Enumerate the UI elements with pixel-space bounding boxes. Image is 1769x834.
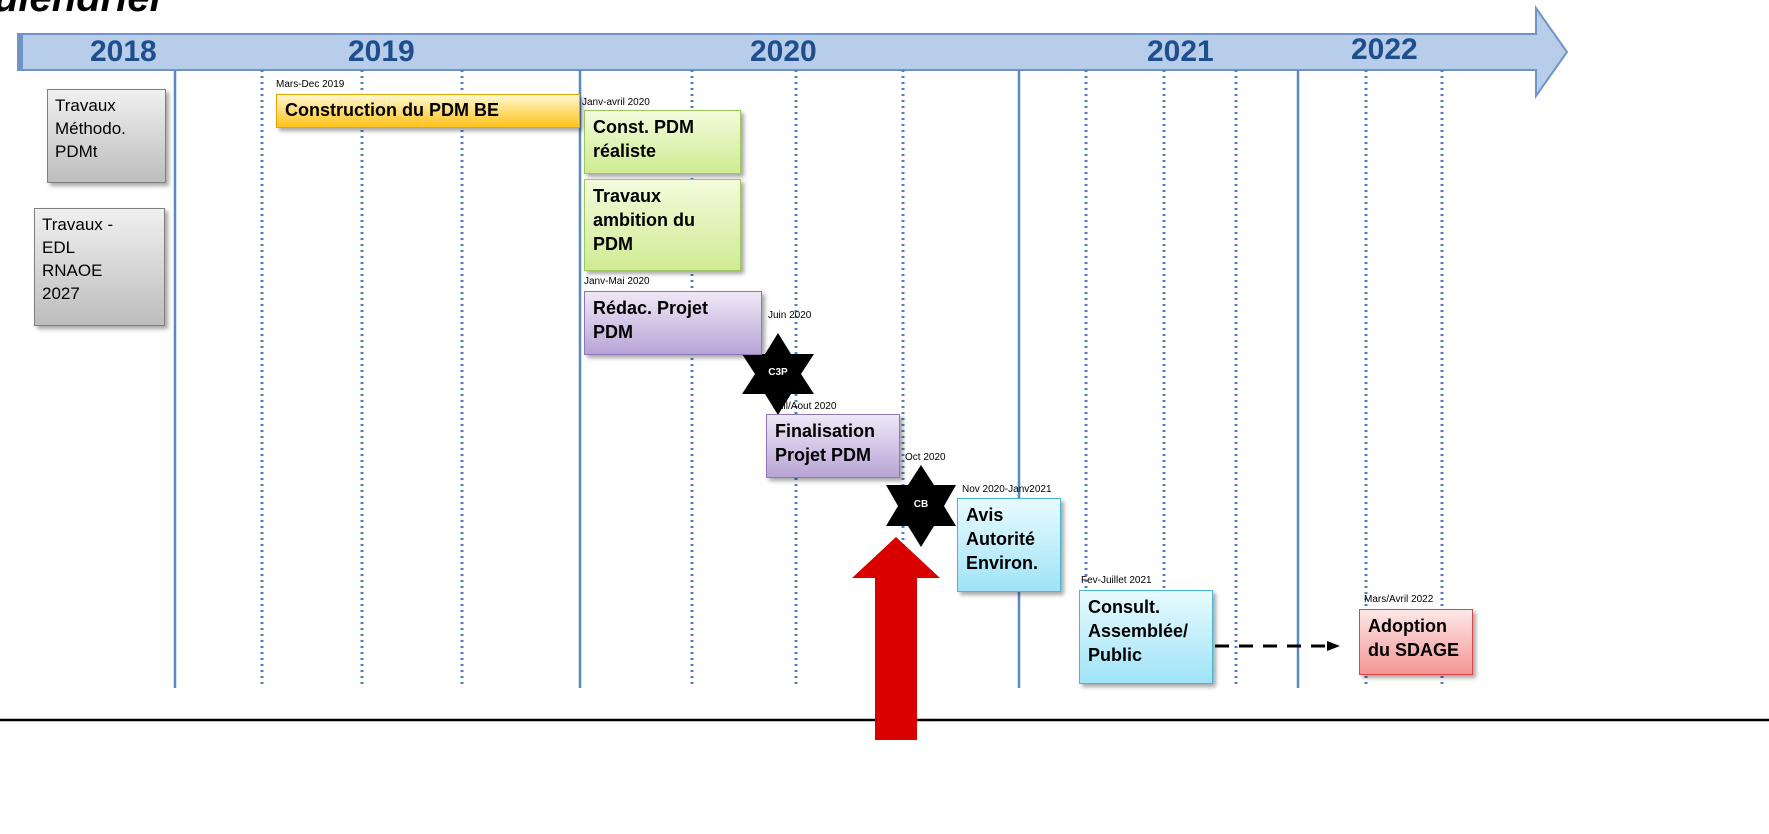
ambition-line-2: ambition du bbox=[593, 210, 695, 230]
page-title-fragment: ulendrier bbox=[0, 0, 165, 18]
avis-date: Nov 2020-Janv2021 bbox=[962, 484, 1052, 495]
cb-star-icon bbox=[886, 465, 956, 547]
year-label-2020: 2020 bbox=[750, 35, 817, 68]
const-realiste-box: Const. PDM réaliste bbox=[584, 110, 741, 174]
finalisation-line-2: Projet PDM bbox=[775, 445, 872, 465]
cb-label: CB bbox=[913, 499, 929, 510]
adoption-line-1: Adoption bbox=[1368, 616, 1447, 636]
edl-box: Travaux - EDL RNAOE 2027 bbox=[34, 208, 165, 326]
c3p-date: Juin 2020 bbox=[768, 310, 812, 321]
avis-line-1: Avis bbox=[966, 505, 1004, 525]
year-label-2019: 2019 bbox=[348, 35, 415, 68]
construction-line-1: Construction du PDM BE bbox=[285, 100, 499, 120]
consult-date: Fev-Juillet 2021 bbox=[1081, 575, 1152, 586]
redac-date: Janv-Mai 2020 bbox=[584, 276, 650, 287]
methodo-box: Travaux Méthodo. PDMt bbox=[47, 89, 166, 183]
c3p-label: C3P bbox=[768, 367, 788, 378]
construction-box: Construction du PDM BE bbox=[276, 94, 580, 128]
methodo-line-3: PDMt bbox=[55, 142, 98, 161]
quarter-lines bbox=[260, 70, 1444, 688]
methodo-line-2: Méthodo. bbox=[55, 119, 126, 138]
c3p-star-icon bbox=[742, 333, 814, 415]
avis-line-2: Autorité bbox=[966, 529, 1035, 549]
big-red-arrow bbox=[852, 537, 940, 740]
ambition-line-3: PDM bbox=[593, 234, 633, 254]
finalisation-date: Juil/Aout 2020 bbox=[773, 401, 837, 412]
adoption-date: Mars/Avril 2022 bbox=[1364, 594, 1434, 605]
year-label-2018: 2018 bbox=[90, 35, 157, 68]
ambition-box: Travaux ambition du PDM bbox=[584, 179, 741, 271]
const-realiste-line-2: réaliste bbox=[593, 141, 657, 161]
adoption-line-2: du SDAGE bbox=[1368, 640, 1460, 660]
consult-line-3: Public bbox=[1088, 645, 1143, 665]
timeline-arrow-start-cap bbox=[18, 34, 23, 70]
construction-date: Mars-Dec 2019 bbox=[276, 79, 345, 90]
redac-line-2: PDM bbox=[593, 322, 633, 342]
methodo-line-1: Travaux bbox=[55, 96, 116, 115]
dashed-connector-head bbox=[1327, 641, 1340, 651]
avis-box: Avis Autorité Environ. bbox=[957, 498, 1061, 592]
edl-line-1: Travaux - bbox=[42, 215, 114, 234]
edl-line-2: EDL bbox=[42, 238, 76, 257]
redac-box: Rédac. Projet PDM bbox=[584, 291, 762, 355]
redac-line-1: Rédac. Projet bbox=[593, 298, 709, 318]
edl-line-4: 2027 bbox=[42, 284, 80, 303]
finalisation-line-1: Finalisation bbox=[775, 421, 876, 441]
edl-line-3: RNAOE bbox=[42, 261, 103, 280]
avis-line-3: Environ. bbox=[966, 553, 1039, 573]
ambition-line-1: Travaux bbox=[593, 186, 662, 206]
consult-line-2: Assemblée/ bbox=[1088, 621, 1189, 641]
cb-date: Oct 2020 bbox=[905, 452, 946, 463]
timeline-arrow bbox=[17, 4, 1569, 100]
const-realiste-date: Janv-avril 2020 bbox=[582, 97, 650, 108]
year-label-2021: 2021 bbox=[1147, 35, 1214, 68]
finalisation-box: Finalisation Projet PDM bbox=[766, 414, 900, 478]
const-realiste-line-1: Const. PDM bbox=[593, 117, 694, 137]
year-label-2022: 2022 bbox=[1351, 33, 1418, 66]
adoption-box: Adoption du SDAGE bbox=[1359, 609, 1473, 675]
consult-box: Consult. Assemblée/ Public bbox=[1079, 590, 1213, 684]
consult-line-1: Consult. bbox=[1088, 597, 1160, 617]
